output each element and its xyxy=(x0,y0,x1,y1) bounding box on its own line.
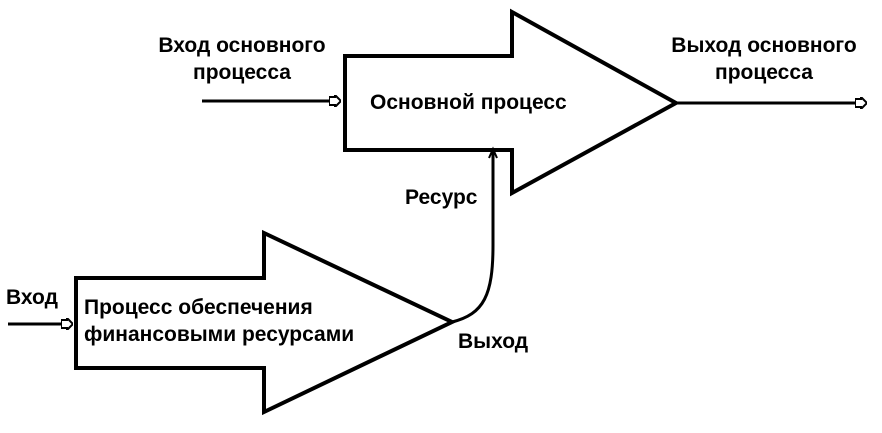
support-process-label: Процесс обеспечения финансовыми ресурсам… xyxy=(84,296,355,346)
resource-label: Ресурс xyxy=(405,186,478,209)
main-process-label: Основной процесс xyxy=(370,91,567,114)
resource-connector xyxy=(451,152,495,324)
support-process-arrow-shape xyxy=(74,229,457,416)
support-input-label: Вход xyxy=(6,286,58,309)
main-input-label: Вход основного процесса xyxy=(158,34,326,84)
main-process-arrow-shape xyxy=(343,8,681,197)
resource-arrowhead xyxy=(488,146,498,159)
support-output-label: Выход xyxy=(458,330,529,353)
main-output-label: Выход основного процесса xyxy=(671,34,857,84)
